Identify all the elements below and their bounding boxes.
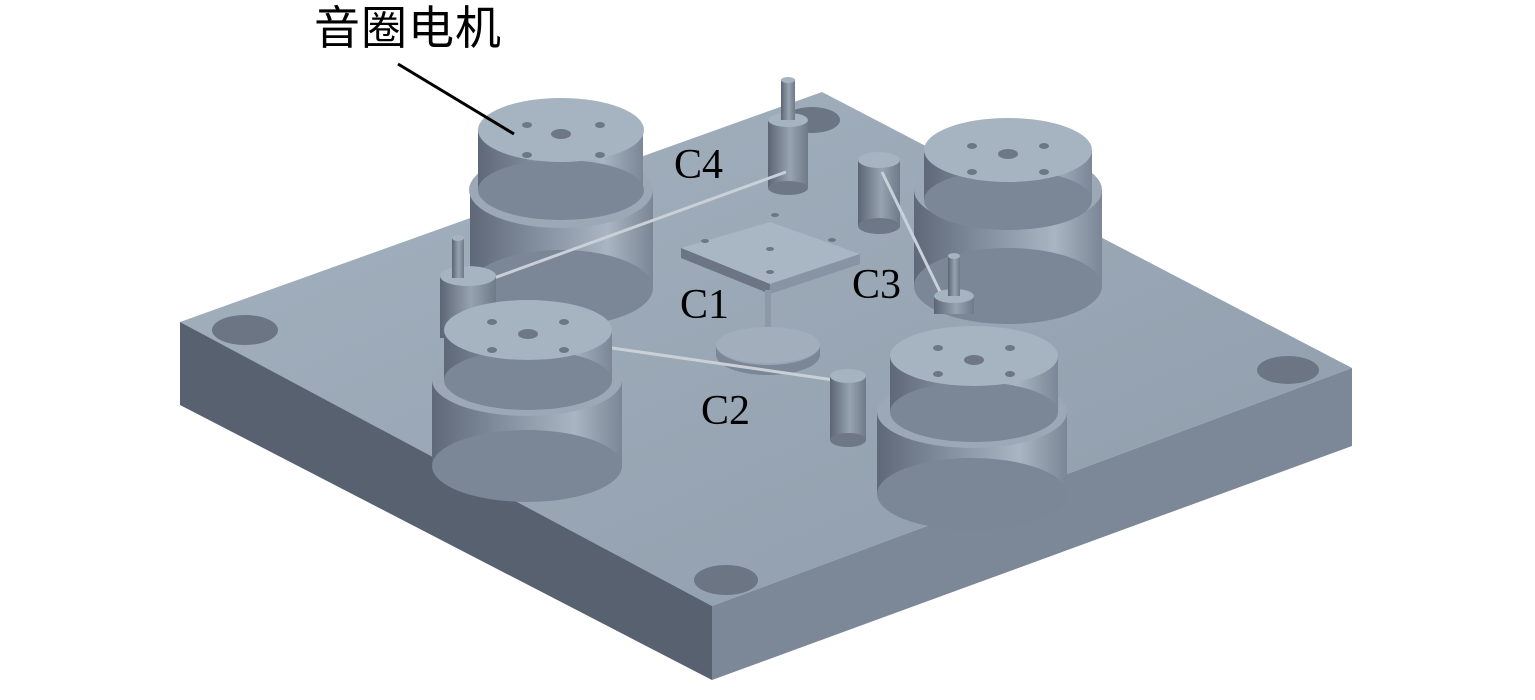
post-c2: [830, 369, 866, 447]
label-c1: C1: [680, 282, 730, 328]
corner-hole-right: [1257, 356, 1319, 384]
motor-label: 音圈电机: [314, 3, 502, 54]
plate-left-side: [180, 322, 712, 680]
voice-coil-motor-back-left: [469, 98, 653, 326]
plate-right-side: [712, 368, 1352, 680]
corner-hole-front: [694, 565, 758, 595]
flexure-cables: [493, 170, 946, 382]
label-c4: C4: [674, 142, 724, 188]
voice-coil-motor-front-left: [432, 300, 622, 502]
corner-hole-left: [212, 315, 278, 345]
label-c3: C3: [852, 262, 902, 308]
center-platform: [681, 213, 860, 375]
cable-c2: [611, 346, 835, 382]
voice-coil-motor-front-right: [877, 326, 1067, 530]
motor-leader-line: [397, 62, 515, 136]
cable-c4: [493, 170, 787, 280]
label-c2: C2: [701, 388, 751, 434]
voice-coil-motor-back-right: [914, 118, 1102, 324]
post-c3-front: [934, 253, 974, 314]
cable-c3: [880, 171, 946, 301]
